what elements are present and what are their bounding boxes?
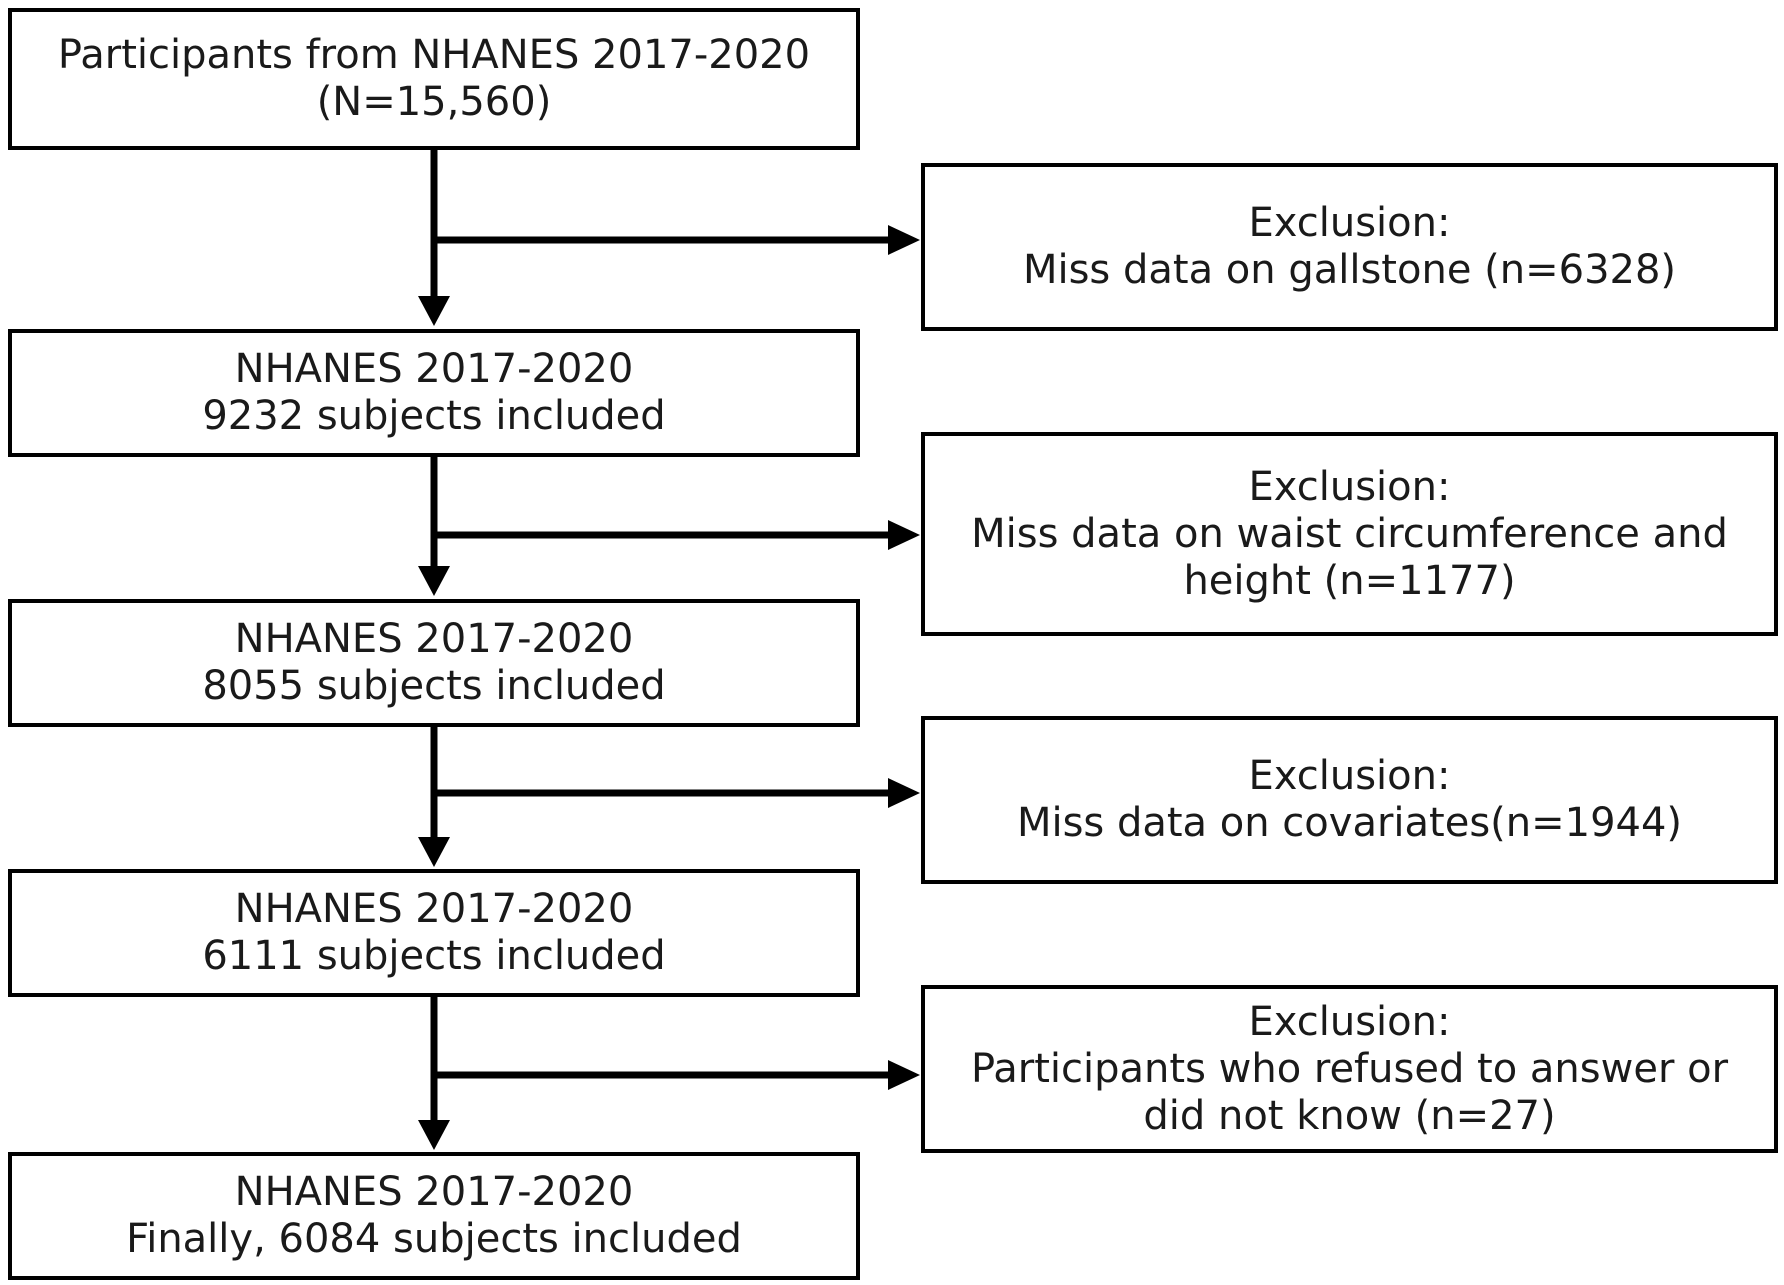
exclusion-4-text: Participants who refused to answer or di…	[970, 1045, 1729, 1139]
step-1-line-2: (N=15,560)	[316, 79, 552, 125]
exclusion-2-text: Miss data on waist circumference and hei…	[971, 510, 1728, 604]
step-3-line-2: 8055 subjects included	[202, 663, 666, 709]
step-box-2: NHANES 2017-2020 9232 subjects included	[8, 329, 860, 457]
step-3-line-1: NHANES 2017-2020	[234, 616, 634, 662]
step-2-line-2: 9232 subjects included	[202, 393, 666, 439]
exclusion-4-heading: Exclusion:	[1248, 998, 1451, 1045]
step-2-line-1: NHANES 2017-2020	[234, 346, 634, 392]
step-box-3: NHANES 2017-2020 8055 subjects included	[8, 599, 860, 727]
down-arrowhead-4	[418, 1120, 450, 1150]
exclusion-1-heading: Exclusion:	[1248, 200, 1451, 246]
down-arrowhead-1	[418, 296, 450, 326]
exclusion-3-heading: Exclusion:	[1248, 753, 1451, 799]
step-4-line-2: 6111 subjects included	[202, 933, 666, 979]
exclusion-box-2: Exclusion: Miss data on waist circumfere…	[921, 432, 1778, 636]
exclusion-box-3: Exclusion: Miss data on covariates(n=194…	[921, 716, 1778, 884]
step-box-4: NHANES 2017-2020 6111 subjects included	[8, 869, 860, 997]
side-arrowhead-4	[888, 1060, 920, 1090]
step-5-line-1: NHANES 2017-2020	[234, 1169, 634, 1215]
exclusion-2-heading: Exclusion:	[1248, 463, 1451, 510]
step-1-line-1: Participants from NHANES 2017-2020	[57, 32, 811, 78]
side-arrowhead-2	[888, 520, 920, 550]
exclusion-box-1: Exclusion: Miss data on gallstone (n=632…	[921, 163, 1778, 331]
side-arrowhead-1	[888, 225, 920, 255]
step-box-5: NHANES 2017-2020 Finally, 6084 subjects …	[8, 1152, 860, 1280]
exclusion-1-text: Miss data on gallstone (n=6328)	[1022, 247, 1677, 293]
down-arrowhead-3	[418, 837, 450, 867]
side-arrowhead-3	[888, 778, 920, 808]
down-arrowhead-2	[418, 566, 450, 596]
exclusion-box-4: Exclusion: Participants who refused to a…	[921, 985, 1778, 1153]
exclusion-3-text: Miss data on covariates(n=1944)	[1016, 800, 1683, 846]
step-4-line-1: NHANES 2017-2020	[234, 886, 634, 932]
step-box-1: Participants from NHANES 2017-2020 (N=15…	[8, 8, 860, 150]
step-5-line-2: Finally, 6084 subjects included	[126, 1216, 742, 1262]
